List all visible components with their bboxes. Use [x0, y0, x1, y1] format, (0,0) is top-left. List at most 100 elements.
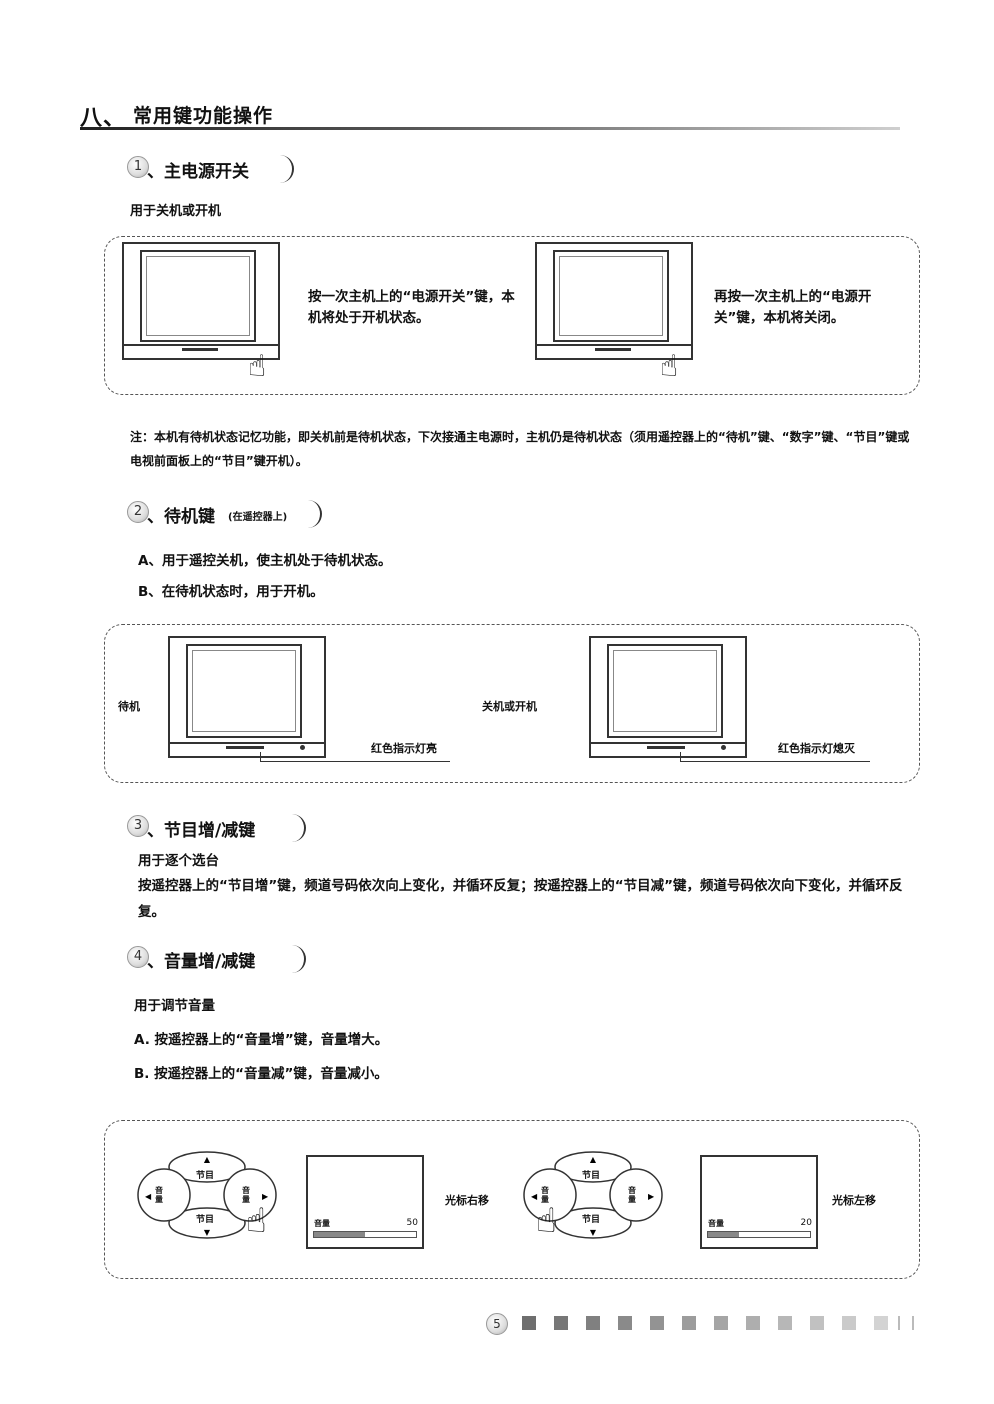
tv-screen: [607, 644, 723, 738]
footer-square: [778, 1316, 792, 1330]
cursor-right-caption: 光标右移: [445, 1194, 489, 1207]
section-3-title: 、节目增/减键: [147, 821, 256, 841]
section-4-line-a: A. 按遥控器上的“音量增”键，音量增大。: [134, 1032, 389, 1048]
footer-end-marks: [898, 1316, 914, 1330]
hand-pointer-icon: ☝: [660, 349, 679, 384]
dpad-up-label: 节目: [582, 1171, 601, 1181]
chapter-rule: [80, 127, 900, 130]
power-toggle-caption: 红色指示灯熄灭: [778, 742, 855, 755]
osd-volume-value: 50: [406, 1218, 418, 1228]
dpad-down-label: 节目: [196, 1215, 215, 1225]
footer-square: [682, 1316, 696, 1330]
footer-square: [746, 1316, 760, 1330]
indicator-callout-line: [260, 761, 450, 762]
hand-pointer-icon: ☝: [536, 1201, 557, 1241]
dpad-left-label: 音量: [155, 1186, 163, 1204]
tv-button-strip: [647, 746, 685, 749]
dpad-right-label: 音量: [628, 1186, 636, 1204]
page-progress-squares: [522, 1316, 922, 1332]
osd-volume-fill: [314, 1232, 365, 1237]
footer-square: [618, 1316, 632, 1330]
dpad-left-label: 音量: [541, 1186, 549, 1204]
osd-volume-bar: [313, 1231, 417, 1238]
section-1-off-text: 再按一次主机上的“电源开关”键，本机将关闭。: [714, 289, 872, 326]
page-number: 5: [486, 1313, 508, 1335]
tv-screen: [553, 250, 669, 342]
osd-screen: 音量 50: [306, 1155, 424, 1249]
chapter-title: 常用键功能操作: [133, 105, 274, 127]
section-3-subtitle: 用于逐个选台: [138, 853, 219, 869]
section-1-number: 1: [127, 156, 149, 178]
osd-volume-label: 音量: [314, 1219, 330, 1228]
section-4-bracket: [282, 945, 306, 973]
cursor-left-caption: 光标左移: [832, 1194, 876, 1207]
hand-pointer-icon: ☝: [246, 1201, 267, 1241]
tv-button-strip: [595, 348, 631, 351]
footer-square: [810, 1316, 824, 1330]
power-indicator-icon: [721, 745, 726, 750]
section-2-number: 2: [127, 501, 149, 523]
footer-square: [714, 1316, 728, 1330]
standby-caption: 红色指示灯亮: [371, 742, 437, 755]
tv-illustration: [122, 242, 280, 360]
tv-screen: [186, 644, 302, 738]
indicator-callout-line: [680, 761, 870, 762]
dpad-up-label: 节目: [196, 1171, 215, 1181]
section-1-panel: [104, 236, 920, 395]
section-1-bracket: [270, 155, 294, 183]
tv-base: [124, 344, 278, 346]
power-indicator-icon: [300, 745, 305, 750]
footer-square: [650, 1316, 664, 1330]
footer-square: [554, 1316, 568, 1330]
osd-volume-fill: [708, 1232, 739, 1237]
standby-label: 待机: [118, 700, 140, 713]
tv-base: [170, 742, 324, 744]
tv-base: [591, 742, 745, 744]
section-3-bracket: [282, 814, 306, 842]
indicator-callout-line: [680, 752, 681, 762]
section-3-number: 3: [127, 815, 149, 837]
tv-illustration: [168, 636, 326, 758]
section-1-subtitle: 用于关机或开机: [130, 204, 222, 219]
section-1-on-text: 按一次主机上的“电源开关”键，本机将处于开机状态。: [308, 289, 515, 326]
dpad-down-label: 节目: [582, 1215, 601, 1225]
section-2-title: 、待机键: [147, 507, 215, 527]
svg-text:◀: ◀: [531, 1192, 538, 1201]
dpad-right-label: 音量: [242, 1186, 250, 1204]
section-1-title: 、主电源开关: [147, 162, 249, 182]
section-4-title: 、音量增/减键: [147, 952, 256, 972]
tv-base: [537, 344, 691, 346]
osd-screen: 音量 20: [700, 1155, 818, 1249]
section-4-line-b: B. 按遥控器上的“音量减”键，音量减小。: [134, 1066, 388, 1082]
svg-text:▼: ▼: [590, 1228, 597, 1237]
tv-button-strip: [182, 348, 218, 351]
tv-illustration: [535, 242, 693, 360]
footer-square: [522, 1316, 536, 1330]
section-3-body: 按遥控器上的“节目增”键，频道号码依次向上变化，并循环反复；按遥控器上的“节目减…: [138, 878, 903, 920]
tv-screen: [140, 250, 256, 342]
power-toggle-label: 关机或开机: [482, 700, 537, 713]
section-4-panel: [104, 1120, 920, 1279]
section-2-title-suffix: (在遥控器上): [228, 512, 288, 523]
footer-square: [874, 1316, 888, 1330]
chapter-number: 八、: [80, 106, 127, 131]
svg-text:▶: ▶: [262, 1192, 269, 1201]
svg-text:◀: ◀: [145, 1192, 152, 1201]
remote-dpad: ▲ ▼ ◀ ▶: [137, 1151, 277, 1239]
tv-button-strip: [226, 746, 264, 749]
section-4-number: 4: [127, 946, 149, 968]
footer-square: [842, 1316, 856, 1330]
osd-volume-bar: [707, 1231, 811, 1238]
tv-illustration: [589, 636, 747, 758]
osd-volume-value: 20: [800, 1218, 812, 1228]
osd-volume-label: 音量: [708, 1219, 724, 1228]
hand-pointer-icon: ☝: [248, 349, 267, 384]
section-2-line-b: B、在待机状态时，用于开机。: [138, 584, 324, 600]
section-2-panel: [104, 624, 920, 783]
svg-text:▼: ▼: [204, 1228, 211, 1237]
section-2-line-a: A、用于遥控关机，使主机处于待机状态。: [138, 553, 392, 569]
indicator-callout-line: [260, 752, 261, 762]
section-2-bracket: [298, 500, 322, 528]
footer-square: [586, 1316, 600, 1330]
section-1-note: 注：本机有待机状态记忆功能，即关机前是待机状态，下次接通主电源时，主机仍是待机状…: [130, 430, 910, 468]
